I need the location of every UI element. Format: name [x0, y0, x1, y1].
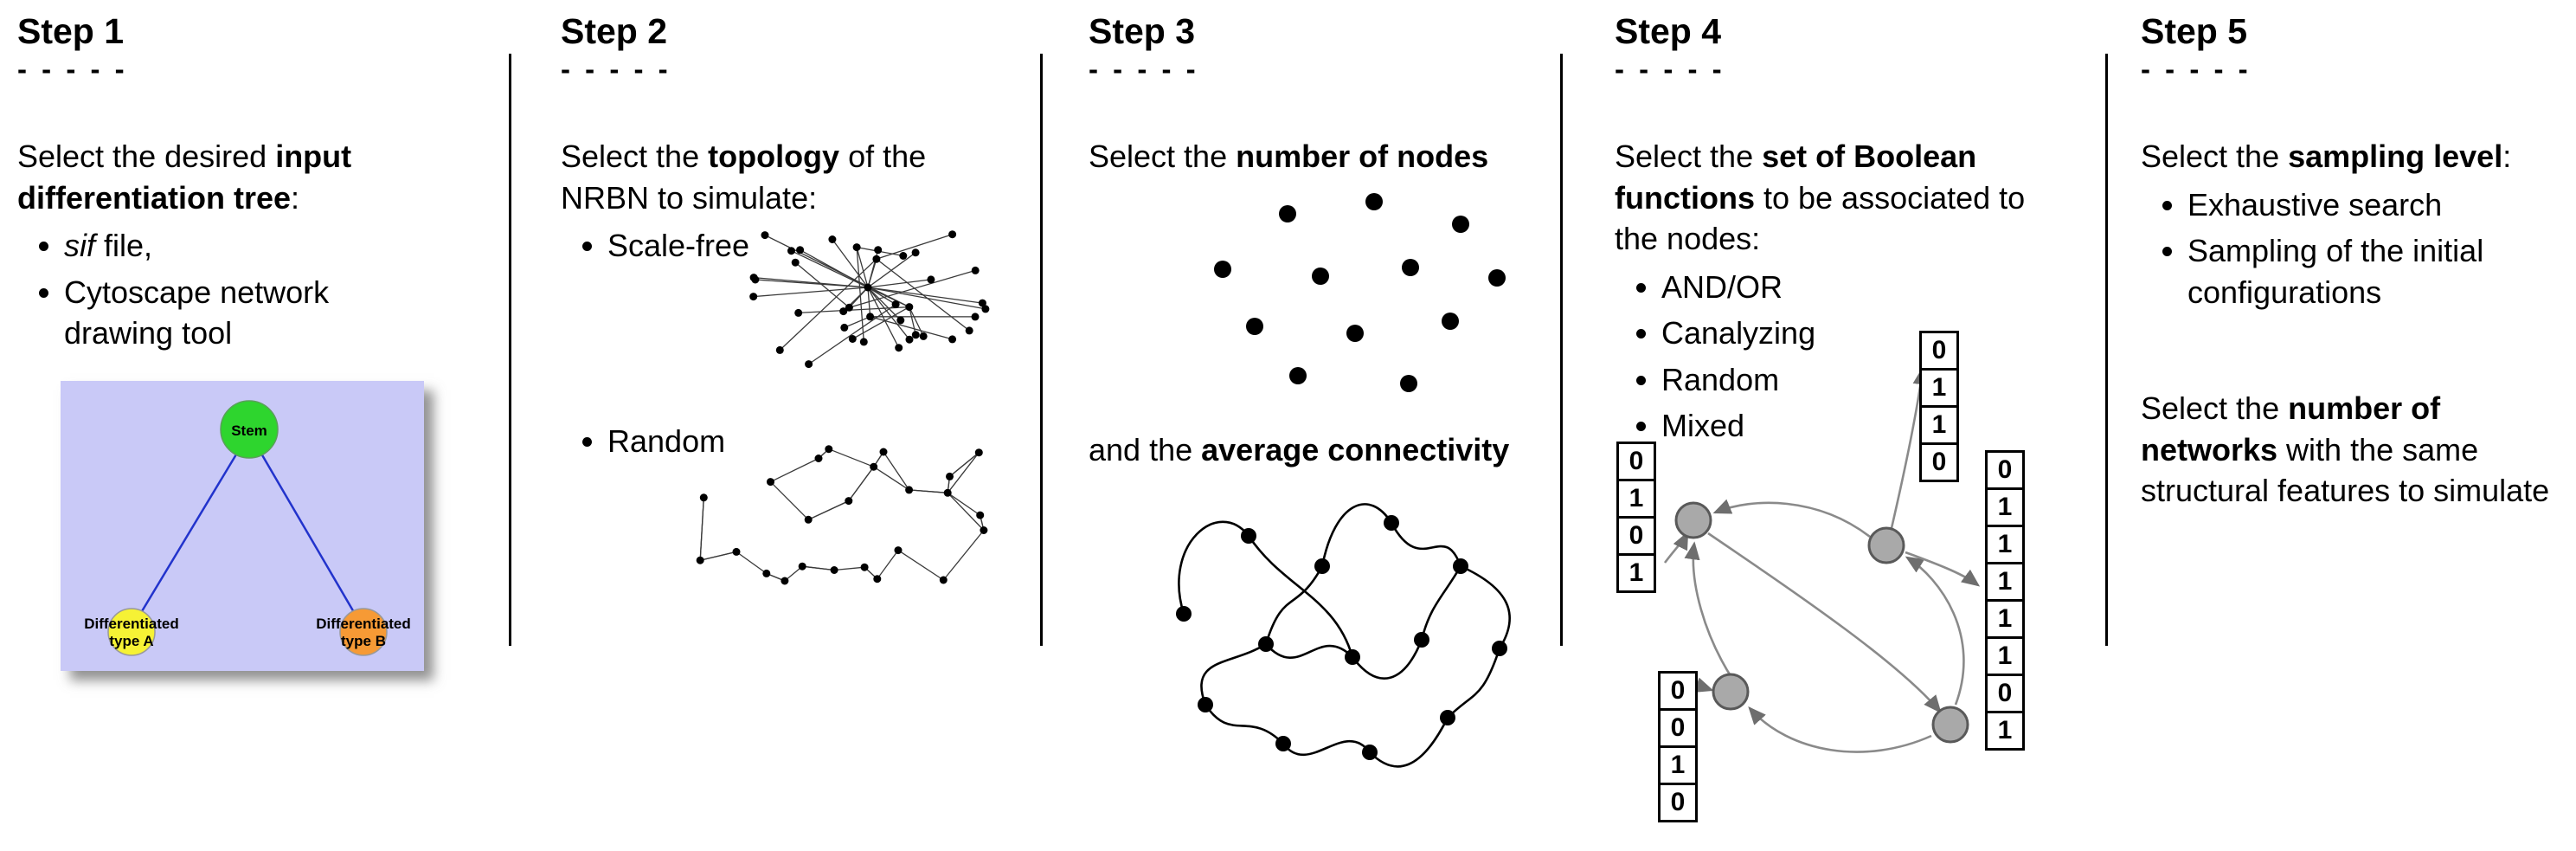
truth-table-cell: 1: [1985, 525, 2025, 564]
network-edge-arrows: [1663, 366, 1981, 753]
gene-node: [1867, 526, 1905, 564]
truth-table-cell: 0: [1616, 442, 1656, 481]
boolean-network-graphic: [1663, 366, 1981, 753]
node-dots: [1214, 193, 1506, 392]
option-cytoscape: Cytoscape network drawing tool: [64, 272, 424, 354]
step-3-instruction-nodes: Select the number of nodes: [1089, 139, 1489, 175]
truth-table-cell: 1: [1985, 599, 2025, 639]
step-1-instruction: Select the desired input differentiation…: [17, 139, 352, 216]
dashed-separator: - - - - -: [2141, 53, 2252, 86]
step-1-title: Step 1: [17, 11, 125, 51]
tangle-curves: [1178, 503, 1511, 768]
stem-label: Stem: [231, 422, 267, 439]
boolean-function-option: Canalyzing: [1661, 313, 2047, 354]
scale-free-network-graphic: [749, 230, 990, 369]
step-2-column: Step 2 - - - - - Select the topology of …: [561, 11, 990, 585]
random-network-graphic: [696, 445, 988, 585]
truth-table-cell: 1: [1985, 711, 2025, 751]
step-1-column: Step 1 - - - - - Select the desired inpu…: [17, 11, 424, 671]
nodes-dots-graphic: [1214, 193, 1506, 392]
step-3-title: Step 3: [1089, 11, 1196, 51]
step-5-networks-instruction: Select the number of networks with the s…: [2141, 390, 2550, 509]
truth-table-cell: 0: [1985, 674, 2025, 713]
option-random: Random: [607, 421, 976, 462]
truth-table-cell: 0: [1919, 442, 1959, 482]
stem-node: [220, 400, 279, 459]
truth-table-cell: 0: [1985, 450, 2025, 490]
step-4-instruction: Select the set of Boolean functions to b…: [1615, 139, 2026, 257]
type-b-label-line2: type B: [341, 633, 386, 649]
column-divider: [1560, 54, 1563, 646]
step-5-instruction: Select the sampling level:: [2141, 139, 2512, 175]
tangle-dots: [1176, 515, 1507, 760]
gene-nodes: [1674, 501, 1969, 744]
truth-table-cell: 1: [1919, 405, 1959, 445]
gene-node: [1931, 706, 1969, 744]
truth-table-cell: 0: [1658, 783, 1698, 822]
option-sif-file: sif file,: [64, 225, 424, 267]
truth-table-cell: 1: [1985, 562, 2025, 602]
differentiation-tree-svg: Stem Differentiated type A Differentiate…: [61, 381, 424, 671]
step-2-title: Step 2: [561, 11, 668, 51]
step-5-column: Step 5 - - - - - Select the sampling lev…: [2141, 11, 2576, 508]
truth-table-cell: 0: [1616, 516, 1656, 556]
column-divider: [2105, 54, 2108, 646]
option-exhaustive-search: Exhaustive search: [2187, 184, 2576, 226]
truth-table-cell: 1: [1985, 636, 2025, 676]
gene-node: [1674, 501, 1712, 539]
step-1-options: sif file, Cytoscape network drawing tool: [17, 225, 424, 354]
gene-node: [1712, 673, 1750, 711]
truth-table-cell: 1: [1919, 368, 1959, 408]
truth-table-cell: 1: [1616, 553, 1656, 593]
truth-table-cell: 1: [1616, 479, 1656, 519]
truth-table-cell: 0: [1658, 708, 1698, 748]
step-2-instruction: Select the topology of the NRBN to simul…: [561, 139, 927, 216]
option-scale-free: Scale-free: [607, 225, 976, 267]
boolean-function-option: Mixed: [1661, 405, 2047, 447]
dashed-separator: - - - - -: [1615, 53, 1725, 86]
column-divider: [509, 54, 511, 646]
option-sampling-initial-configurations: Sampling of the initial configurations: [2187, 230, 2576, 313]
dashed-separator: - - - - -: [17, 53, 128, 86]
boolean-function-option: Random: [1661, 359, 2047, 401]
truth-table-cell: 1: [1658, 745, 1698, 785]
step-5-title: Step 5: [2141, 11, 2248, 51]
type-b-label-line1: Differentiated: [316, 616, 411, 632]
differentiation-tree-image: Stem Differentiated type A Differentiate…: [61, 381, 424, 671]
step-2-options: Scale-free Random: [561, 225, 976, 461]
type-b-node: [339, 608, 388, 656]
connectivity-tangle-graphic: [1176, 503, 1511, 768]
tree-edge-left: [130, 432, 251, 629]
dashed-separator: - - - - -: [561, 53, 671, 86]
step-4-title: Step 4: [1615, 11, 1722, 51]
truth-table-cell: 0: [1919, 331, 1959, 371]
boolean-function-option: AND/OR: [1661, 267, 2047, 308]
dashed-separator: - - - - -: [1089, 53, 1199, 86]
tree-edge-right: [247, 432, 365, 629]
boolean-function-options: AND/OR CanalyzingRandomMixed: [1615, 267, 2047, 447]
step-3-column: Step 3 - - - - - Select the number of no…: [1089, 11, 1547, 768]
column-divider: [1040, 54, 1043, 646]
step-4-column: Step 4 - - - - - Select the set of Boole…: [1615, 11, 2047, 822]
step-3-instruction-connectivity: and the average connectivity: [1089, 432, 1510, 467]
type-a-label-line2: type A: [109, 633, 153, 649]
type-a-label-line1: Differentiated: [84, 616, 179, 632]
sampling-options: Exhaustive search Sampling of the initia…: [2141, 184, 2576, 313]
truth-table-cell: 1: [1985, 487, 2025, 527]
truth-table-cell: 0: [1658, 671, 1698, 711]
type-a-node: [107, 608, 156, 656]
